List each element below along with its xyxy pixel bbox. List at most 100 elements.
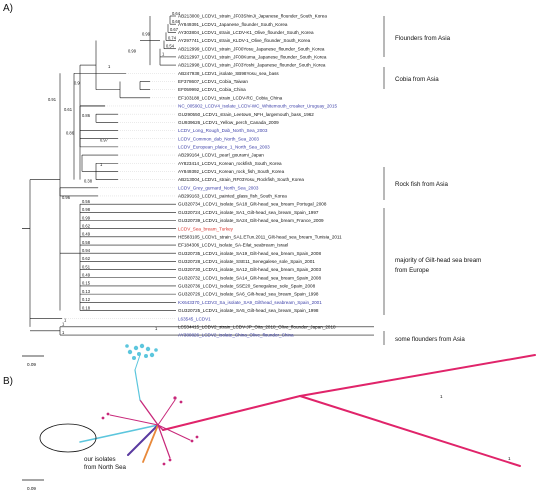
tip-support: 0.94 [82, 248, 91, 253]
scale-label-a: 0.09 [27, 362, 36, 367]
group-label-cobia: Cobia from Asia [395, 76, 439, 83]
tip-support: 0.49 [82, 232, 91, 237]
node-support: 1 [155, 326, 158, 331]
annotation-north-sea-line2: from North Sea [84, 464, 127, 471]
node-support: 1 [108, 64, 111, 69]
taxon-label: GU320725_LCDV1_isolate_SA5_Gilt-head_sea… [178, 308, 319, 313]
taxon-label: GU320724_LCDV1_isolate_SA1_Gilt-head_sea… [178, 210, 319, 215]
tip-support: 0.56 [82, 199, 91, 204]
taxon-label: LCDV_European_plaice_1_North_Sea_2003 [178, 144, 270, 149]
tip-support: 0.67 [170, 27, 179, 32]
branch-cyan-up [134, 369, 141, 401]
taxon-label: KX643370_LCDV3_Sa_isolate_SA9_Gilthead_s… [178, 300, 322, 305]
pink-tips [101, 396, 199, 466]
branch-w [109, 414, 159, 426]
node-support: 0.99 [128, 49, 137, 54]
node-support: 0.96 [62, 195, 71, 200]
taxon-label: GU290550_LCDV1_strain_Leetown_NFH_largem… [178, 112, 314, 117]
long-branch-support-1: 1 [440, 394, 443, 399]
branch-purple [127, 424, 159, 456]
taxon-label: LCDV_Sea_bream_Turkey [178, 226, 234, 231]
tip-support: 1 [162, 52, 165, 57]
taxon-label: AB299164_LCDV1_pearl_gourami_Japan [178, 153, 264, 158]
tree-a-leaves: AB213000_LCDV1_strain_JF03ShinJi_Japanes… [178, 14, 342, 338]
long-branch-1b [299, 354, 536, 397]
node-support: 1 [100, 162, 103, 167]
branch-north-sea [79, 424, 159, 443]
taxon-label: EF059992_LCDV1_Cobia_China [178, 87, 246, 92]
annotation-north-sea-line1: our isolates [84, 456, 116, 463]
tip-support: 0.62 [82, 223, 91, 228]
taxon-label: AY823414_LCDV1_Korean_rockfish_South_Kor… [178, 161, 282, 166]
taxon-label: AB212999_LCDV1_strain_JF00Yosu_Japanese_… [178, 46, 325, 51]
clade-brackets: Flounders from Asia Cobia from Asia Rock… [383, 16, 481, 345]
taxon-label: LCDV_Common_dab_North_Sea_2003 [178, 136, 259, 141]
tip-support: 0.12 [82, 297, 91, 302]
branch-right [157, 424, 191, 441]
branch-ne [157, 399, 176, 426]
node-support: 0.38 [84, 179, 93, 184]
node-support: 0.9 [74, 80, 80, 85]
group-label-seabream-2: from Europe [395, 267, 430, 274]
tip-support: 0.58 [82, 240, 91, 245]
group-label-rockfish: Rock fish from Asia [395, 181, 449, 188]
taxon-label: GU320730_LCDV1_isolate_SA12_Gilt-head_se… [178, 267, 321, 272]
taxon-label: AB299163_LCDV1_painted_glass_fish_South_… [178, 194, 287, 199]
taxon-label: LCDV_Long_Rough_Dab_North_Sea_2003 [178, 128, 268, 133]
taxon-label: GU320739_LCDV1_isolate_SA24_Gilt-head_se… [178, 218, 324, 223]
taxon-label: GU320728_LCDV1_isolate_SSE11_Senegalese_… [178, 259, 315, 264]
taxon-label: AY849392_LCDV1_Korean_rock_fish_South_Ko… [178, 169, 285, 174]
branch-low [157, 424, 171, 459]
unrooted-tree: 1 1 our isolates from [39, 343, 536, 471]
panel-b-label: B) [3, 376, 13, 387]
branch-up [139, 399, 159, 426]
tip-support: 0.64 [172, 11, 181, 16]
taxon-label: L63545_LCDV1 [178, 316, 211, 321]
long-branch-1 [162, 395, 301, 431]
node-support: 0.86 [66, 131, 75, 136]
tip-support: 0.99 [82, 215, 91, 220]
tip-support: 0.18 [82, 305, 91, 310]
taxon-label: AY303804_LCDV1_strain_LCDV-K1_Olive_flou… [178, 30, 314, 35]
node-support: 0.99 [142, 31, 151, 36]
taxon-label: AY297741_LCDV1_strain_KLDV-1_Olive_floun… [178, 38, 311, 43]
taxon-label: GU320732_LCDV1_isolate_SA14_Gilt-head_se… [178, 275, 321, 280]
tree-a-branches [22, 15, 374, 336]
node-support: 1 [64, 318, 67, 323]
tip-support: 0.68 [172, 19, 181, 24]
tip-support: 0.13 [82, 289, 91, 294]
taxon-label: AY849391_LCDV1_Japanese_flounder_South_K… [178, 22, 288, 27]
branch-orange [142, 424, 159, 463]
tip-support: 0.49 [82, 273, 91, 278]
tip-support: 1 [62, 322, 65, 327]
taxon-label: AB212998_LCDV1_strain_JF03Yoshi_Japanese… [178, 63, 326, 68]
node-support: 0.61 [64, 107, 73, 112]
long-branch-support-2: 1 [508, 456, 511, 461]
tree-a-support-values: 0.640.680.670.740.5410.560.980.990.620.4… [48, 11, 181, 335]
tip-support: 0.54 [166, 44, 175, 49]
branch-cyan-cluster [134, 354, 141, 371]
node-support: 0.91 [48, 97, 57, 102]
north-sea-ellipse [39, 423, 97, 453]
taxon-label: LCDV_Grey_gurnard_North_Sea_2003 [178, 185, 259, 190]
scale-label-b: 0.09 [27, 486, 36, 491]
taxon-label: GU939626_LCDV1_Yellow_perch_Canada_2009 [178, 120, 279, 125]
taxon-label: GU320734_LCDV1_isolate_SA18_Gilt-head_se… [178, 202, 327, 207]
taxon-label: EF378607_LCDV1_Cobia_Taiwan [178, 79, 248, 84]
long-branch-2 [299, 395, 521, 467]
taxon-label: HE583105_LCDV1_strain_SA1.ETun.2011_Gilt… [178, 234, 342, 239]
taxon-label: GU320735_LCDV1_isolate_SA19_Gilt-head_se… [178, 251, 321, 256]
cyan-tip-cluster [125, 343, 158, 360]
taxon-label: AY380826_LCDV2_isolate_China_Olive_floun… [178, 333, 294, 338]
tip-support: 0.15 [82, 281, 91, 286]
taxon-label: EF184306_LCDV1_isolate_SA-Eilat_seabream… [178, 243, 288, 248]
node-support: 0.97 [100, 138, 109, 143]
group-label-flounders: Flounders from Asia [395, 35, 451, 42]
tip-support: 0.62 [82, 256, 91, 261]
taxon-label: AB212997_LCDV1_strain_JF00Kuma_Japanese_… [178, 55, 327, 60]
taxon-label: AB213004_LCDV1_strain_RF03Yosu_Rockfish_… [178, 177, 304, 182]
tip-support: 0.74 [168, 35, 177, 40]
node-support: 0.86 [82, 113, 91, 118]
taxon-label: AB213000_LCDV1_strain_JF03ShinJi_Japanes… [178, 14, 327, 19]
